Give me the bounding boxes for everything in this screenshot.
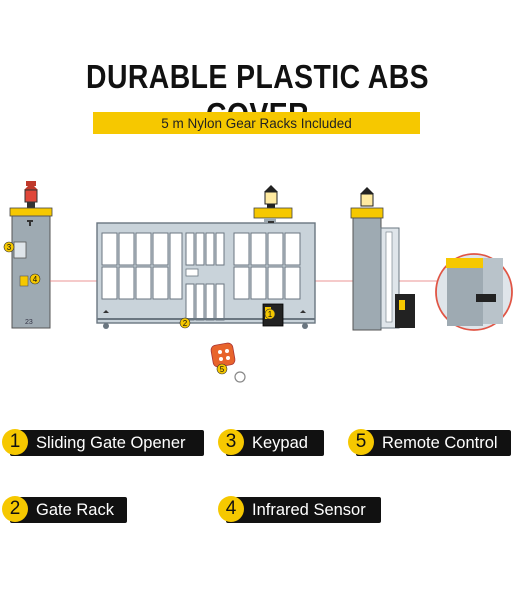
remote-control-image xyxy=(210,342,246,383)
left-pillar: 23 xyxy=(9,181,53,329)
legend-item-remote-control: 5 Remote Control xyxy=(348,429,511,456)
legend-item-keypad: 3 Keypad xyxy=(218,429,324,456)
legend-number: 5 xyxy=(348,429,374,455)
detail-zoom-circle xyxy=(435,253,513,331)
legend-number: 3 xyxy=(218,429,244,455)
marker-1: 1 xyxy=(264,308,276,320)
legend-label: Gate Rack xyxy=(36,500,114,519)
marker-5: 5 xyxy=(216,363,228,375)
gate-diagram: 23 xyxy=(3,181,513,383)
subtitle-banner: 5 m Nylon Gear Racks Included xyxy=(93,112,420,134)
legend-item-gate-rack: 2 Gate Rack xyxy=(2,496,127,523)
subtitle-text: 5 m Nylon Gear Racks Included xyxy=(161,115,352,131)
legend-label: Keypad xyxy=(252,433,308,452)
marker-2: 2 xyxy=(179,317,191,329)
legend-item-infrared-sensor: 4 Infrared Sensor xyxy=(218,496,381,523)
legend-number: 4 xyxy=(218,496,244,522)
svg-text:5: 5 xyxy=(220,365,225,374)
marker-3: 3 xyxy=(3,241,15,253)
legend-label: Remote Control xyxy=(382,433,498,452)
svg-text:3: 3 xyxy=(7,243,12,252)
svg-text:4: 4 xyxy=(33,275,38,284)
legend-item-sliding-gate-opener: 1 Sliding Gate Opener xyxy=(2,429,204,456)
pillar-plate-number: 23 xyxy=(25,319,33,326)
right-pillar xyxy=(350,187,415,331)
middle-pillar-lamp xyxy=(253,185,293,223)
marker-4: 4 xyxy=(29,273,41,285)
legend-label: Sliding Gate Opener xyxy=(36,433,186,452)
svg-text:2: 2 xyxy=(183,319,188,328)
legend-number: 2 xyxy=(2,496,28,522)
legend-label: Infrared Sensor xyxy=(252,500,366,519)
legend-number: 1 xyxy=(2,429,28,455)
sliding-gate xyxy=(96,222,316,329)
svg-text:1: 1 xyxy=(268,310,273,319)
